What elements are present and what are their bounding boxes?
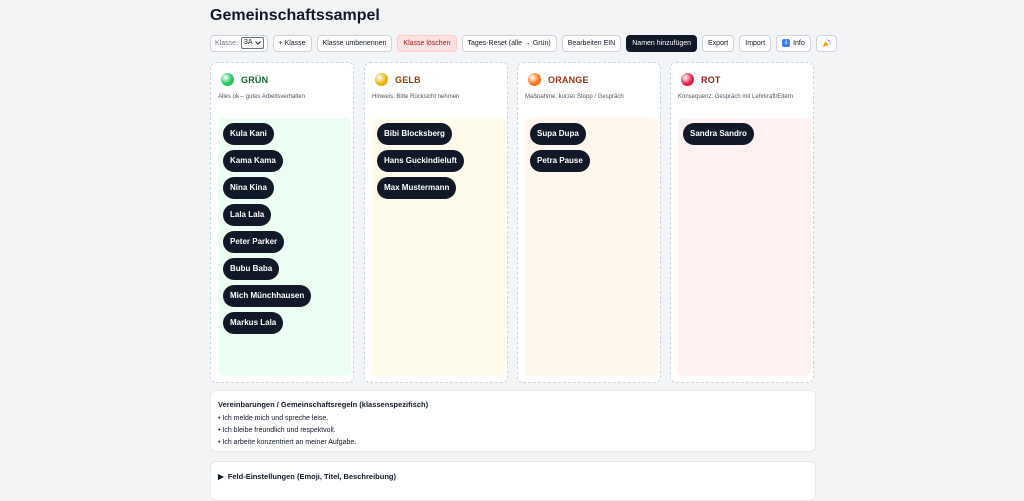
party-popper-icon [822,38,831,47]
drop-zone-orange[interactable]: Supa Dupa Petra Pause [525,118,658,376]
student-chip[interactable]: Hans Guckindieluft [377,150,464,172]
student-chip[interactable]: Petra Pause [530,150,590,172]
student-chip[interactable]: Bibi Blocksberg [377,123,452,145]
rename-class-button[interactable]: Klasse umbenennen [316,34,393,52]
column-yellow: GELB Hinweis: Bitte Rücksicht nehmen Bib… [364,62,508,383]
column-title: GRÜN [241,74,269,85]
column-title: ORANGE [548,74,589,85]
student-chip[interactable]: Markus Lala [223,312,284,334]
class-label: Klasse: [215,39,238,47]
column-green: GRÜN Alles ok – gutes Arbeitsverhalten K… [210,62,354,383]
field-settings-title: Feld-Einstellungen (Emoji, Titel, Beschr… [227,472,396,481]
chevron-down-icon [254,41,261,45]
class-select[interactable]: 3A [240,37,264,49]
class-selector: Klasse: 3A [210,34,268,52]
export-button[interactable]: Export [702,34,735,52]
info-button[interactable]: i Info [776,34,811,52]
field-settings-toggle[interactable]: ▶ Feld-Einstellungen (Emoji, Titel, Besc… [218,472,396,481]
column-header: GELB [375,73,421,86]
class-select-value: 3A [243,39,253,46]
column-orange: ORANGE Maßnahme: kurzer Stopp / Gespräch… [517,62,661,383]
column-red: ROT Konsequenz: Gespräch mit Lehrkraft/E… [670,62,814,383]
student-chip[interactable]: Kama Kama [223,150,283,172]
student-chip[interactable]: Sandra Sandro [683,123,754,145]
delete-class-button[interactable]: Klasse löschen [397,34,457,52]
field-settings-panel: ▶ Feld-Einstellungen (Emoji, Titel, Besc… [210,461,816,501]
drop-zone-green[interactable]: Kula Kani Kama Kama Nina Kina Lala Lala … [218,118,351,376]
rules-title: Vereinbarungen / Gemeinschaftsregeln (kl… [218,400,429,409]
reset-day-button[interactable]: Tages-Reset (alle → Grün) [461,34,557,52]
traffic-light-columns: GRÜN Alles ok – gutes Arbeitsverhalten K… [210,62,816,383]
column-description: Konsequenz: Gespräch mit Lehrkraft/Elter… [678,94,794,100]
column-header: GRÜN [221,73,268,86]
info-label: Info [793,39,805,47]
import-button[interactable]: Import [739,34,772,52]
page-title: Gemeinschaftssampel [210,7,380,24]
party-button[interactable] [815,34,837,52]
student-chip[interactable]: Lala Lala [223,204,272,226]
column-description: Alles ok – gutes Arbeitsverhalten [218,94,306,100]
student-chip[interactable]: Max Mustermann [377,177,457,199]
student-chip[interactable]: Mich Münchhausen [223,285,312,307]
column-title: ROT [701,74,721,85]
add-names-button[interactable]: Namen hinzufügen [626,34,698,52]
edit-mode-button[interactable]: Bearbeiten EIN [561,34,622,52]
toolbar: Klasse: 3A + Klasse Klasse umbenennen Kl… [210,34,837,52]
student-chip[interactable]: Supa Dupa [530,123,586,145]
column-header: ROT [681,73,721,86]
orange-dot-icon [528,73,541,86]
drop-zone-yellow[interactable]: Bibi Blocksberg Hans Guckindieluft Max M… [372,118,505,376]
add-class-button[interactable]: + Klasse [272,34,312,52]
rules-panel: Vereinbarungen / Gemeinschaftsregeln (kl… [210,390,816,452]
column-description: Hinweis: Bitte Rücksicht nehmen [372,94,460,100]
column-header: ORANGE [528,73,589,86]
rule-item: • Ich bleibe freundlich und respektvoll. [218,427,336,434]
rule-item: • Ich melde mich und spreche leise. [218,415,329,422]
column-title: GELB [395,74,421,85]
yellow-dot-icon [375,73,388,86]
column-description: Maßnahme: kurzer Stopp / Gespräch [525,94,624,100]
student-chip[interactable]: Peter Parker [223,231,285,253]
drop-zone-red[interactable]: Sandra Sandro [678,118,811,376]
green-dot-icon [221,73,234,86]
rule-item: • Ich arbeite konzentriert an meiner Auf… [218,439,357,446]
student-chip[interactable]: Kula Kani [223,123,274,145]
student-chip[interactable]: Bubu Baba [223,258,280,280]
student-chip[interactable]: Nina Kina [223,177,274,199]
info-icon: i [782,39,791,47]
disclosure-triangle-icon: ▶ [218,472,224,481]
red-dot-icon [681,73,694,86]
